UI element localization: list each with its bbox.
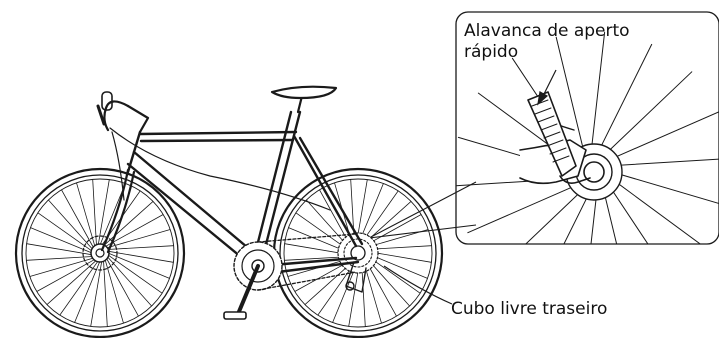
spoke xyxy=(607,183,677,244)
spoke xyxy=(74,260,101,323)
spoke xyxy=(46,259,97,305)
bicycle-icon xyxy=(14,85,444,339)
fork xyxy=(100,168,136,254)
spoke xyxy=(61,189,95,249)
spoke xyxy=(59,260,99,316)
rear-hub-label: Cubo livre traseiro xyxy=(451,299,608,319)
spoke xyxy=(107,252,170,279)
spoke xyxy=(607,110,719,161)
cables xyxy=(109,127,331,211)
spoke xyxy=(467,183,581,234)
spoke xyxy=(90,260,103,327)
spoke xyxy=(30,227,93,254)
spoke xyxy=(610,157,719,167)
spoke xyxy=(582,189,598,244)
spoke xyxy=(97,179,110,246)
spoke xyxy=(106,245,174,250)
spoke xyxy=(535,189,592,244)
spoke xyxy=(99,183,126,246)
spoke xyxy=(104,214,164,248)
spoke xyxy=(105,257,139,317)
spoke xyxy=(26,256,94,261)
quick-release-label: Alavanca de aperto rápido xyxy=(464,21,630,63)
spoke xyxy=(106,256,152,307)
front-wheel xyxy=(14,167,186,339)
spoke xyxy=(590,31,606,155)
spoke xyxy=(48,199,94,250)
spoke xyxy=(555,36,586,157)
chain xyxy=(257,233,357,291)
spoke xyxy=(92,179,97,247)
rear-derailleur xyxy=(345,261,367,293)
hub-leader xyxy=(383,265,453,305)
spoke xyxy=(103,201,154,247)
handlebar xyxy=(96,91,150,134)
quick-release-label-line2: rápido xyxy=(464,42,519,62)
spoke xyxy=(105,229,171,249)
spoke xyxy=(602,187,633,244)
spoke xyxy=(610,177,711,244)
spoke xyxy=(107,250,174,263)
rear-wheel xyxy=(272,167,444,339)
quick-release-label-line1: Alavanca de aperto xyxy=(464,21,630,41)
spoke xyxy=(104,258,124,324)
spoke xyxy=(36,258,96,292)
lever-leader xyxy=(537,69,557,106)
spoke xyxy=(596,43,653,155)
spoke xyxy=(37,212,93,252)
spoke xyxy=(602,71,693,157)
spoke xyxy=(76,182,96,248)
callout-box xyxy=(455,11,719,245)
saddle xyxy=(270,85,338,114)
spoke xyxy=(611,171,719,208)
spoke xyxy=(103,259,108,327)
spoke xyxy=(495,187,586,244)
spoke xyxy=(107,254,163,294)
crankset xyxy=(223,241,283,320)
spoke xyxy=(26,243,93,256)
spoke xyxy=(29,257,95,277)
